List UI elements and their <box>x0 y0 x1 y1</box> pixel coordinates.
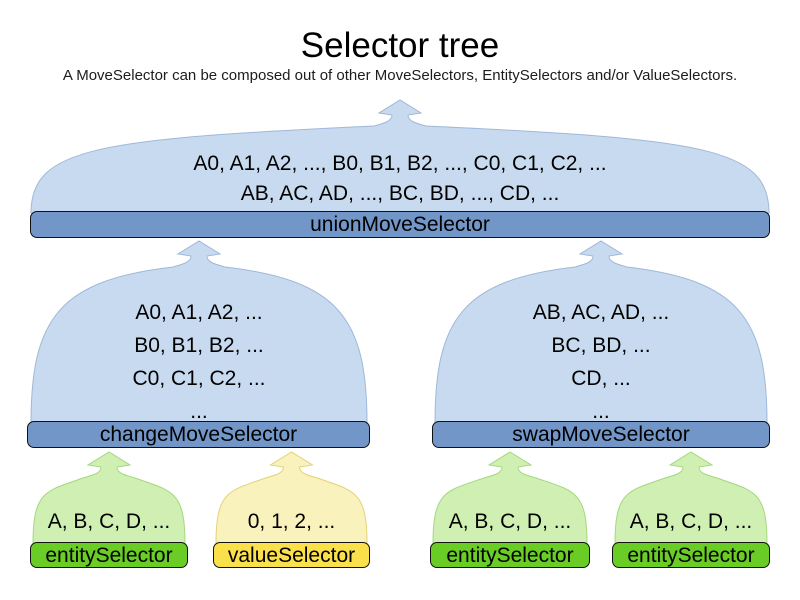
value-selector-bar: valueSelector <box>213 542 370 568</box>
entity3-items-line-1: A, B, C, D, ... <box>629 510 753 533</box>
union-items-line-2: AB, AC, AD, ..., BC, BD, ..., CD, ... <box>240 182 560 205</box>
diagram-title: Selector tree <box>300 26 500 65</box>
change-items-line-4: ... <box>190 400 208 423</box>
swap-items-line-2: BC, BD, ... <box>551 334 651 357</box>
value-items-line-1: 0, 1, 2, ... <box>247 510 336 533</box>
swap-move-selector-bar: swapMoveSelector <box>432 421 770 448</box>
change-items-line-3: C0, C1, C2, ... <box>132 367 266 390</box>
entity3-selection-items: A, B, C, D, ... <box>614 505 768 539</box>
swap-items-line-3: CD, ... <box>571 367 631 390</box>
union-items-line-1: A0, A1, A2, ..., B0, B1, B2, ..., C0, C1… <box>193 152 607 175</box>
entity-selector-bar-3: entitySelector <box>612 542 770 568</box>
entity-selector-bar-1: entitySelector <box>30 542 188 568</box>
entity2-items-line-1: A, B, C, D, ... <box>448 510 572 533</box>
change-items-line-2: B0, B1, B2, ... <box>134 334 264 357</box>
entity1-cloud-arrow-shape <box>32 451 186 545</box>
entity2-cloud-arrow-shape <box>432 451 588 545</box>
swap-items-line-1: AB, AC, AD, ... <box>532 301 670 324</box>
swap-items-line-4: ... <box>592 400 610 423</box>
change-cloud-arrow-shape <box>30 240 368 424</box>
entity1-selection-items: A, B, C, D, ... <box>32 505 186 539</box>
change-move-selector-bar: changeMoveSelector <box>27 421 370 448</box>
entity2-selection-items: A, B, C, D, ... <box>432 505 588 539</box>
union-selection-items: A0, A1, A2, ..., B0, B1, B2, ..., C0, C1… <box>30 149 770 209</box>
union-cloud-arrow-shape <box>30 99 770 214</box>
value-selection-items: 0, 1, 2, ... <box>215 505 368 539</box>
change-selection-items: A0, A1, A2, ... B0, B1, B2, ... C0, C1, … <box>30 296 368 428</box>
diagram-subtitle: A MoveSelector can be composed out of ot… <box>62 67 738 84</box>
swap-cloud-arrow-shape <box>434 240 768 424</box>
value-cloud-arrow-shape <box>215 451 368 545</box>
swap-selection-items: AB, AC, AD, ... BC, BD, ... CD, ... ... <box>434 296 768 428</box>
entity-selector-bar-2: entitySelector <box>430 542 590 568</box>
change-items-line-1: A0, A1, A2, ... <box>135 301 263 324</box>
entity3-cloud-arrow-shape <box>614 451 768 545</box>
entity1-items-line-1: A, B, C, D, ... <box>47 510 171 533</box>
union-move-selector-bar: unionMoveSelector <box>30 211 770 238</box>
